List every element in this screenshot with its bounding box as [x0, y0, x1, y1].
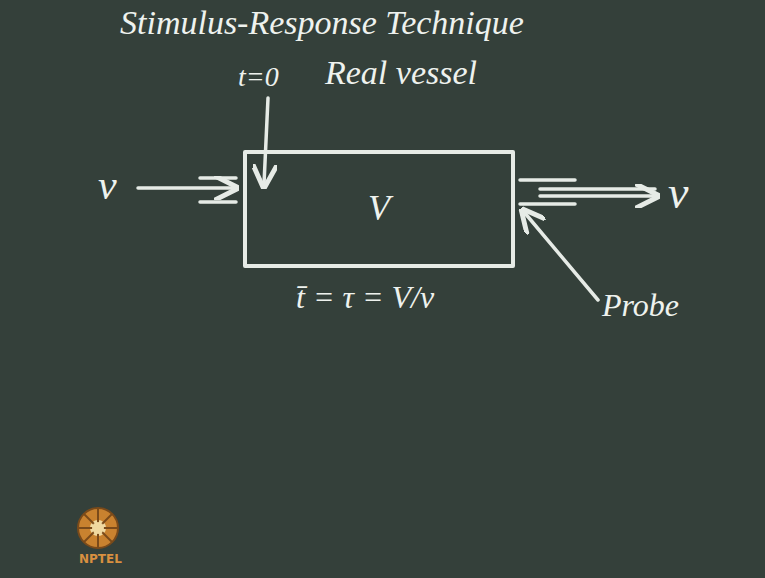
heading-text: Stimulus-Response Technique — [120, 4, 524, 41]
outlet-arrow — [540, 194, 655, 198]
residence-time: t̄ = τ = V/v — [296, 280, 434, 315]
outlet-pipe — [520, 202, 575, 206]
logo-text: NPTEL — [79, 553, 122, 566]
nptel-logo — [78, 508, 118, 548]
volume-label: V — [368, 189, 390, 229]
probe-label: Probe — [602, 288, 679, 323]
vessel-title: Real vessel — [325, 54, 477, 91]
inlet-pipe — [200, 200, 236, 204]
time-label: t=0 — [238, 62, 279, 93]
pulse-arrow — [264, 98, 268, 184]
outlet-pipe — [520, 178, 575, 182]
inlet-arrow — [138, 186, 234, 190]
flow-label: v — [98, 162, 117, 208]
outlet-arrow — [540, 187, 655, 191]
flow-label: v — [668, 168, 688, 219]
probe-leader — [524, 212, 598, 300]
inlet-pipe — [200, 176, 236, 180]
vessel-box: Real vesselV — [243, 150, 515, 268]
